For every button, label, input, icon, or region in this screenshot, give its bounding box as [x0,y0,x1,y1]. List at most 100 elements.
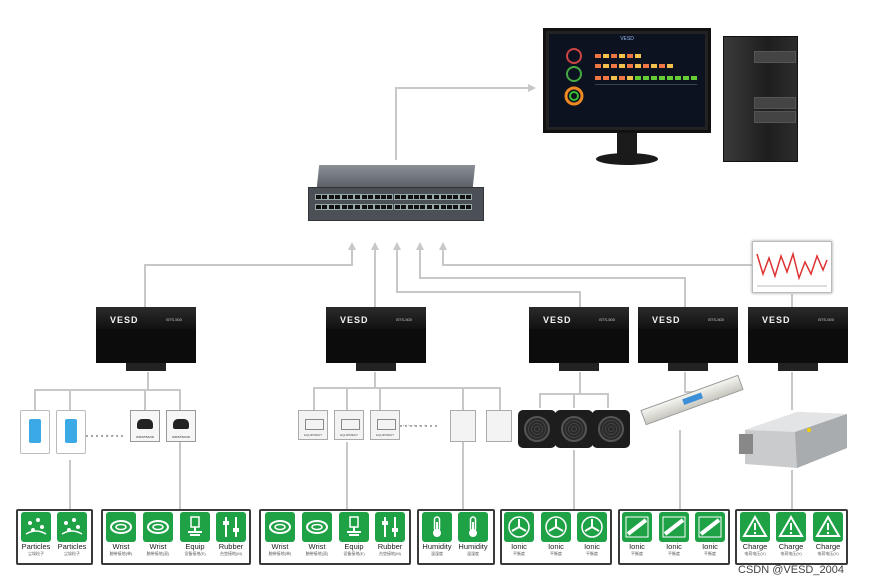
screen-title: VESD [620,36,634,42]
vesd-controller-2: VESD BTS-500 [326,307,426,375]
pc-tower [723,36,798,162]
particles-icon [61,518,83,535]
switch-port [425,194,433,200]
wrist-strap-icon [147,520,169,534]
tile-subcaption: 平衡度 [550,551,562,556]
tile-caption: Ionic [511,542,527,551]
tile-caption: Humidity [458,542,488,551]
tile-caption: Humidity [422,542,452,551]
tile-subcaption: 设备接地(E) [184,551,206,556]
network-switch [308,165,484,223]
box-model: BTS-500 [818,317,834,322]
tile-caption: Particles [21,542,51,551]
watermark: CSDN @VESD_2004 [738,564,844,576]
switch-port [465,194,473,200]
vesd-logo: VESD [652,315,681,325]
tile-subcaption: 尘埃粒子 [64,551,80,556]
switch-port [465,204,473,210]
ionic-bar-icon [698,516,722,538]
warning-triangle-icon [815,515,841,537]
tile-subcaption: 台垫接地(M) [220,551,242,556]
more-dots: ····· [402,420,429,431]
wrist-strap-icon [306,520,328,534]
vesd-logo: VESD [110,315,139,325]
rubber-mat-icon [223,517,239,537]
tile-caption: Charge [742,542,768,551]
tile-caption: Ionic [548,542,564,551]
warning-triangle-icon [742,515,768,537]
vesd-controller-4: VESD BTS-500 [638,307,738,375]
tile-subcaption: 设备接地(E) [343,551,365,556]
vesd-controller-5: VESD BTS-500 [748,307,848,375]
device-label: EQUIPMENT [304,433,322,437]
vesd-logo: VESD [340,315,369,325]
tile-caption: Ionic [666,542,682,551]
wrist-strap-icon [269,520,291,534]
box-model: BTS-500 [396,317,412,322]
tile-subcaption: 平衡度 [704,551,716,556]
particle-sensor-1 [20,410,50,454]
ionizer-fan-1 [518,410,556,448]
device-label: EQUIPMENT [376,433,394,437]
rubber-mat-icon [382,517,398,537]
tile-subcaption: 平衡度 [668,551,680,556]
switch-port [347,194,354,200]
humidity-sensor-1 [450,410,476,442]
particles-icon [25,518,47,535]
box-model: BTS-500 [599,317,615,322]
monitor-stand [617,133,637,155]
tile-caption: Rubber [218,542,244,551]
tile-subcaption: 台垫接地(M) [379,551,401,556]
tile-subcaption: 温湿度 [467,551,479,556]
tile-subcaption: 平衡度 [513,551,525,556]
thermometer-icon [469,516,477,537]
tile-subcaption: 腕带接地(双) [305,551,329,556]
tile-caption: Ionic [702,542,718,551]
equipment-monitor-3: EQUIPMENT [370,410,400,440]
wrist-strap-icon [110,520,132,534]
tile-caption: Charge [778,542,804,551]
ionic-bar-icon [625,516,649,538]
tile-caption: Equip [185,542,205,551]
particle-sensor-2 [56,410,86,454]
tile-caption: Particles [57,542,87,551]
ionic-fan-icon [581,516,603,538]
equipment-monitor-1: EQUIPMENT [298,410,328,440]
tile-subcaption: 电荷电压(V) [744,551,766,556]
device-label: EQUIPMENT [340,433,358,437]
switch-port [386,204,394,210]
tile-caption: Equip [344,542,364,551]
box-model: BTS-500 [166,317,182,322]
vesd-logo: VESD [543,315,572,325]
vesd-logo: VESD [762,315,791,325]
tile-subcaption: 腕带接地(双) [146,551,170,556]
switch-port [386,194,394,200]
tile-subcaption: 电荷电压(V) [780,551,802,556]
ionic-bar-icon [662,516,686,538]
vesd-controller-3: VESD BTS-500 [529,307,629,375]
tile-subcaption: 平衡度 [586,551,598,556]
equipment-monitor-2: EQUIPMENT [334,410,364,440]
box-model: BTS-500 [708,317,724,322]
tile-caption: Ionic [584,542,600,551]
monitoring-monitor: VESD [543,28,711,133]
humidity-sensor-2 [486,410,512,442]
tile-subcaption: 温湿度 [431,551,443,556]
monitor-screen: VESD [549,34,705,127]
charge-plate-monitor [735,408,851,472]
tile-caption: Charge [815,542,841,551]
tile-subcaption: 尘埃粒子 [28,551,44,556]
